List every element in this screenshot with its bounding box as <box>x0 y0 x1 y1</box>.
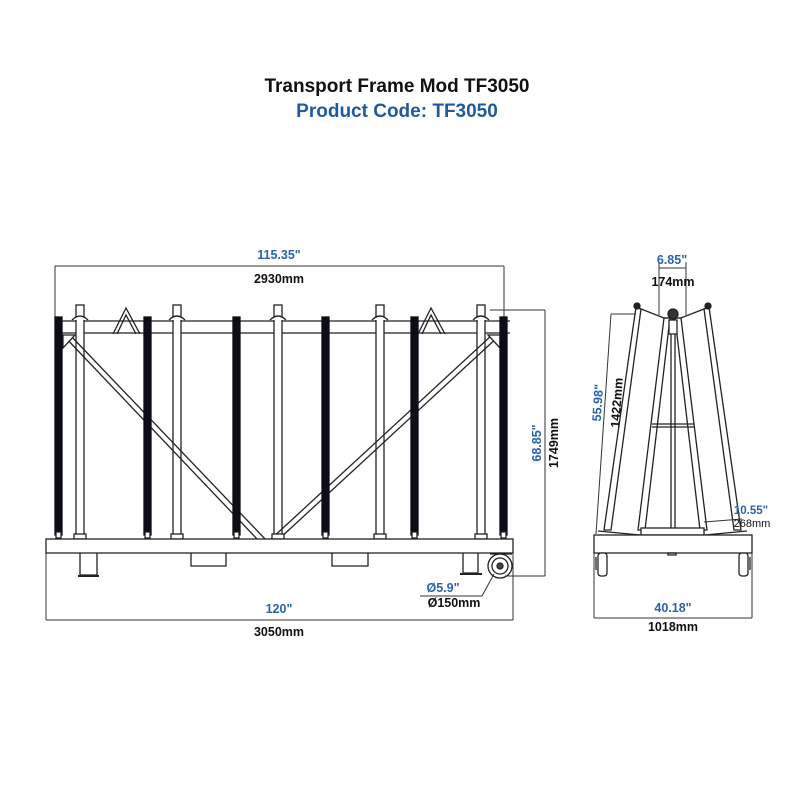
side-ledge-in: 10.55" <box>734 505 768 517</box>
side-top-gap-in: 6.85" <box>657 253 687 267</box>
side-base-width-mm: 1018mm <box>648 620 698 634</box>
side-arm-length-mm: 1422mm <box>608 377 625 428</box>
side-base-width-in: 40.18" <box>654 601 691 615</box>
side-arm-length-in: 55.98" <box>590 384 607 422</box>
side-top-gap-mm: 174mm <box>651 275 694 289</box>
diagram-title: Transport Frame Mod TF3050 <box>264 76 530 97</box>
side-view <box>593 262 753 619</box>
front-view <box>45 265 546 621</box>
front-base-width-mm: 3050mm <box>254 625 304 639</box>
front-height-mm: 1749mm <box>547 418 561 468</box>
front-top-width-in: 115.35" <box>257 248 301 262</box>
product-code: Product Code: TF3050 <box>296 101 498 122</box>
front-height-in: 68.85" <box>530 424 544 461</box>
front-base-width-in: 120" <box>266 602 293 616</box>
wheel-diameter-mm: Ø150mm <box>428 596 481 610</box>
front-top-width-mm: 2930mm <box>254 272 304 286</box>
wheel-diameter-in: Ø5.9" <box>426 581 459 595</box>
side-ledge-mm: 268mm <box>734 518 771 530</box>
